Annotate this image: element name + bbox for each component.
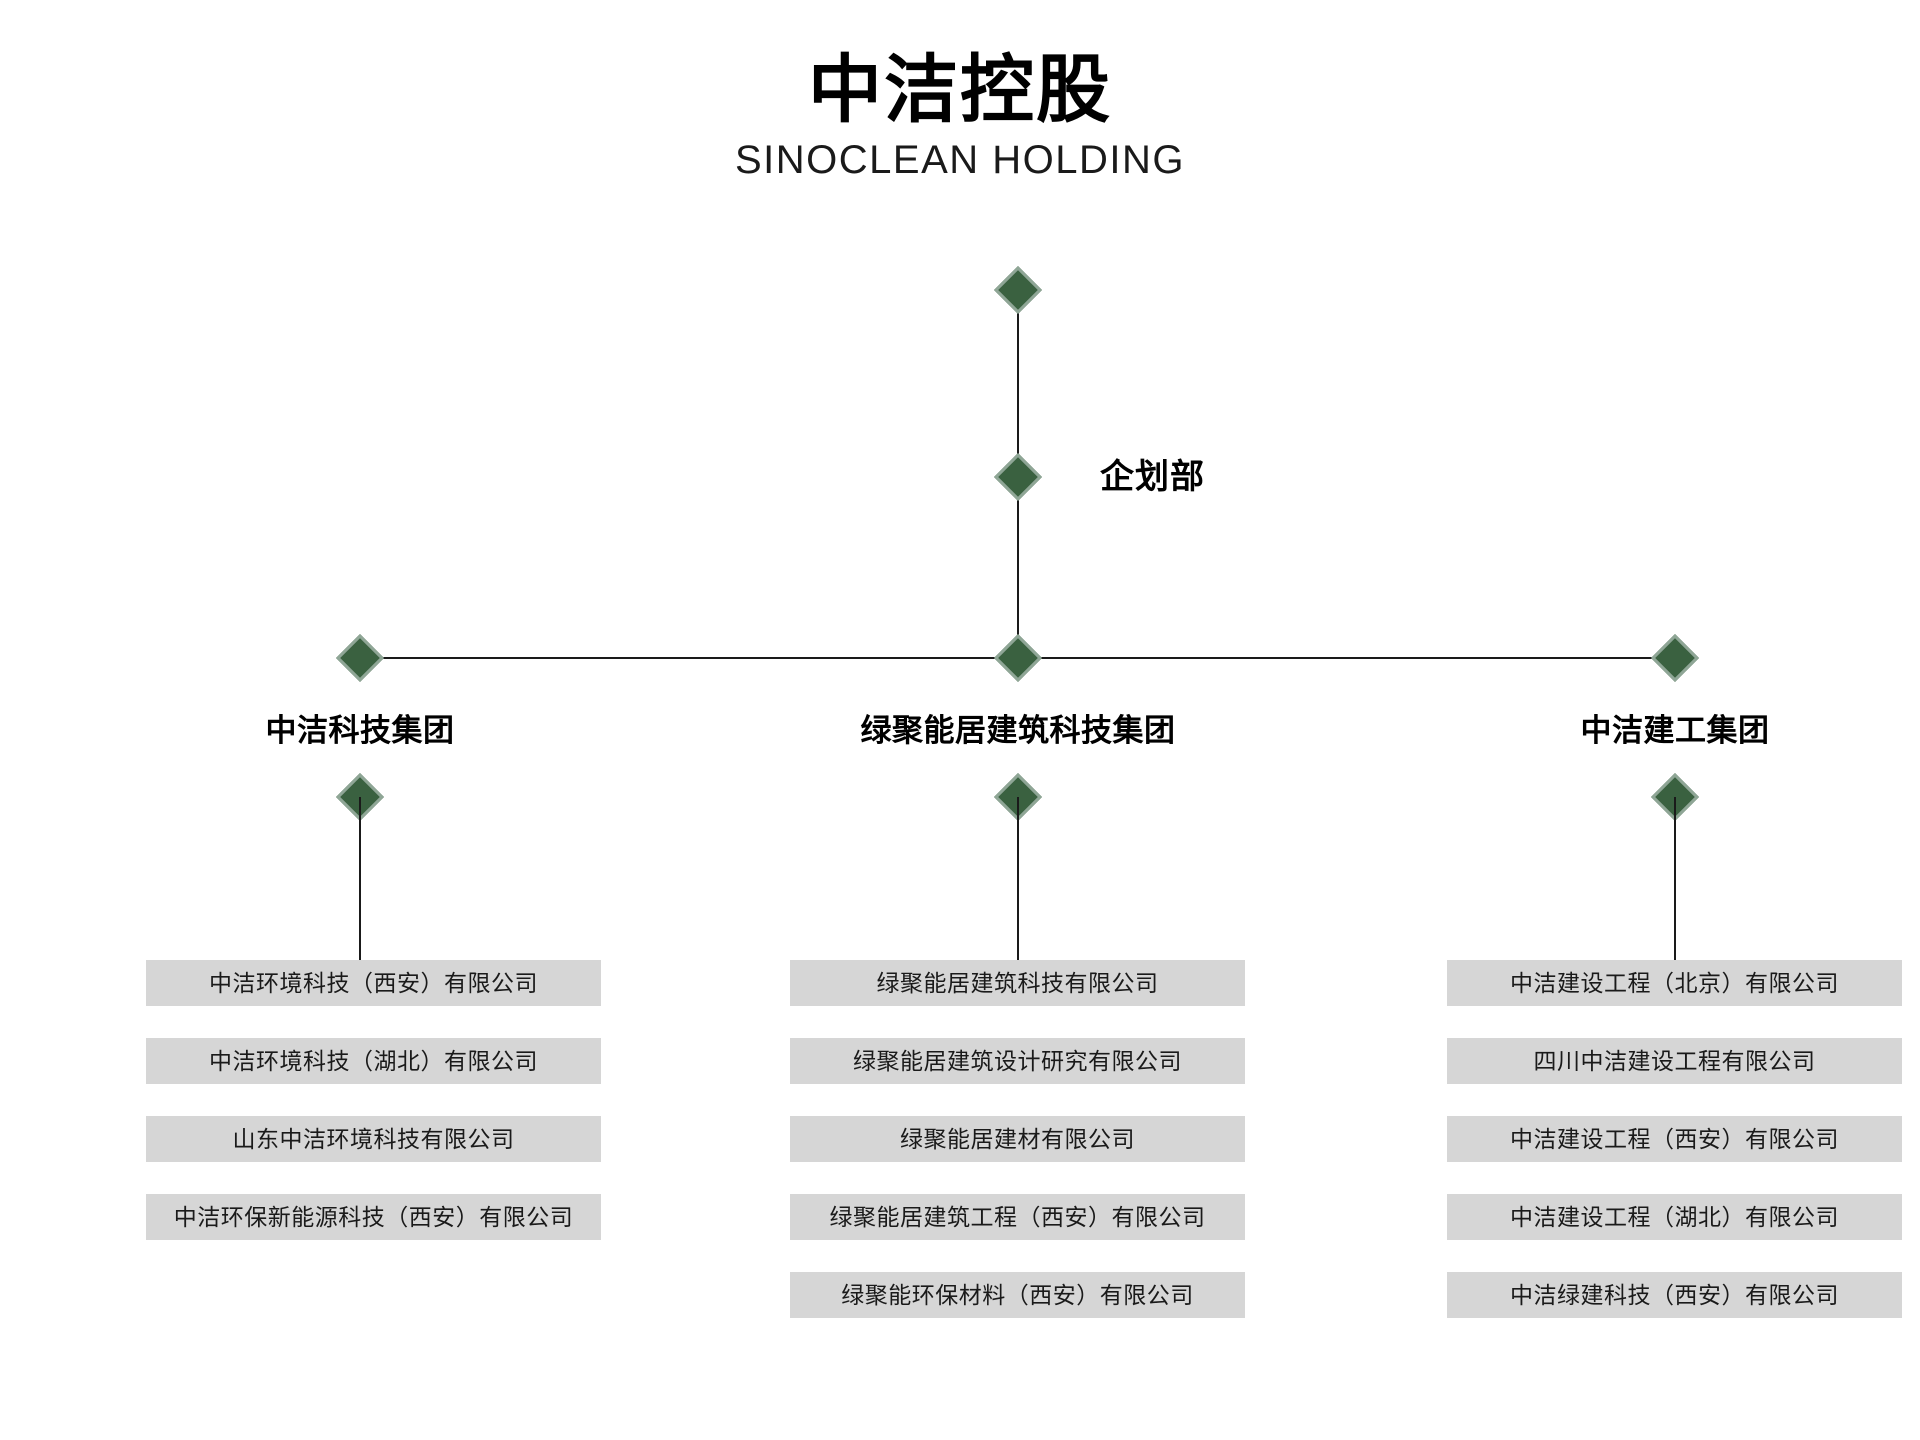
group-label-1: 中洁科技集团: [265, 713, 455, 748]
company-column-2: 绿聚能居建筑科技有限公司绿聚能居建筑设计研究有限公司绿聚能居建材有限公司绿聚能居…: [790, 960, 1245, 1350]
page-subtitle: SINOCLEAN HOLDING: [734, 138, 1186, 182]
company-box[interactable]: 中洁环保新能源科技（西安）有限公司: [146, 1194, 601, 1240]
company-box[interactable]: 绿聚能居建筑科技有限公司: [790, 960, 1245, 1006]
company-column-3: 中洁建设工程（北京）有限公司四川中洁建设工程有限公司中洁建设工程（西安）有限公司…: [1447, 960, 1902, 1350]
node-root[interactable]: [993, 265, 1043, 315]
company-box[interactable]: 四川中洁建设工程有限公司: [1447, 1038, 1902, 1084]
group-label-3: 中洁建工集团: [1580, 713, 1770, 748]
group-label-2: 绿聚能居建筑科技集团: [860, 713, 1176, 748]
node-group-1[interactable]: [335, 633, 385, 683]
node-planning-label: 企划部: [1100, 458, 1205, 496]
company-box[interactable]: 中洁绿建科技（西安）有限公司: [1447, 1272, 1902, 1318]
company-box[interactable]: 中洁环境科技（西安）有限公司: [146, 960, 601, 1006]
company-box[interactable]: 绿聚能居建材有限公司: [790, 1116, 1245, 1162]
company-box[interactable]: 绿聚能居建筑工程（西安）有限公司: [790, 1194, 1245, 1240]
company-box[interactable]: 中洁建设工程（北京）有限公司: [1447, 960, 1902, 1006]
node-planning[interactable]: [993, 452, 1043, 502]
connector-root-to-planning: [1017, 290, 1019, 477]
company-box[interactable]: 绿聚能环保材料（西安）有限公司: [790, 1272, 1245, 1318]
page-title: 中洁控股: [808, 48, 1112, 131]
chart-header: 中洁控股 SINOCLEAN HOLDING: [0, 48, 1920, 184]
connector-group-3-drop: [1674, 797, 1676, 962]
company-box[interactable]: 山东中洁环境科技有限公司: [146, 1116, 601, 1162]
company-column-1: 中洁环境科技（西安）有限公司中洁环境科技（湖北）有限公司山东中洁环境科技有限公司…: [146, 960, 601, 1272]
company-box[interactable]: 中洁环境科技（湖北）有限公司: [146, 1038, 601, 1084]
connector-group-1-drop: [359, 797, 361, 962]
company-box[interactable]: 中洁建设工程（湖北）有限公司: [1447, 1194, 1902, 1240]
connector-planning-to-bar: [1017, 477, 1019, 658]
connector-group-2-drop: [1017, 797, 1019, 962]
company-box[interactable]: 中洁建设工程（西安）有限公司: [1447, 1116, 1902, 1162]
node-group-3[interactable]: [1650, 633, 1700, 683]
node-group-2[interactable]: [993, 633, 1043, 683]
company-box[interactable]: 绿聚能居建筑设计研究有限公司: [790, 1038, 1245, 1084]
